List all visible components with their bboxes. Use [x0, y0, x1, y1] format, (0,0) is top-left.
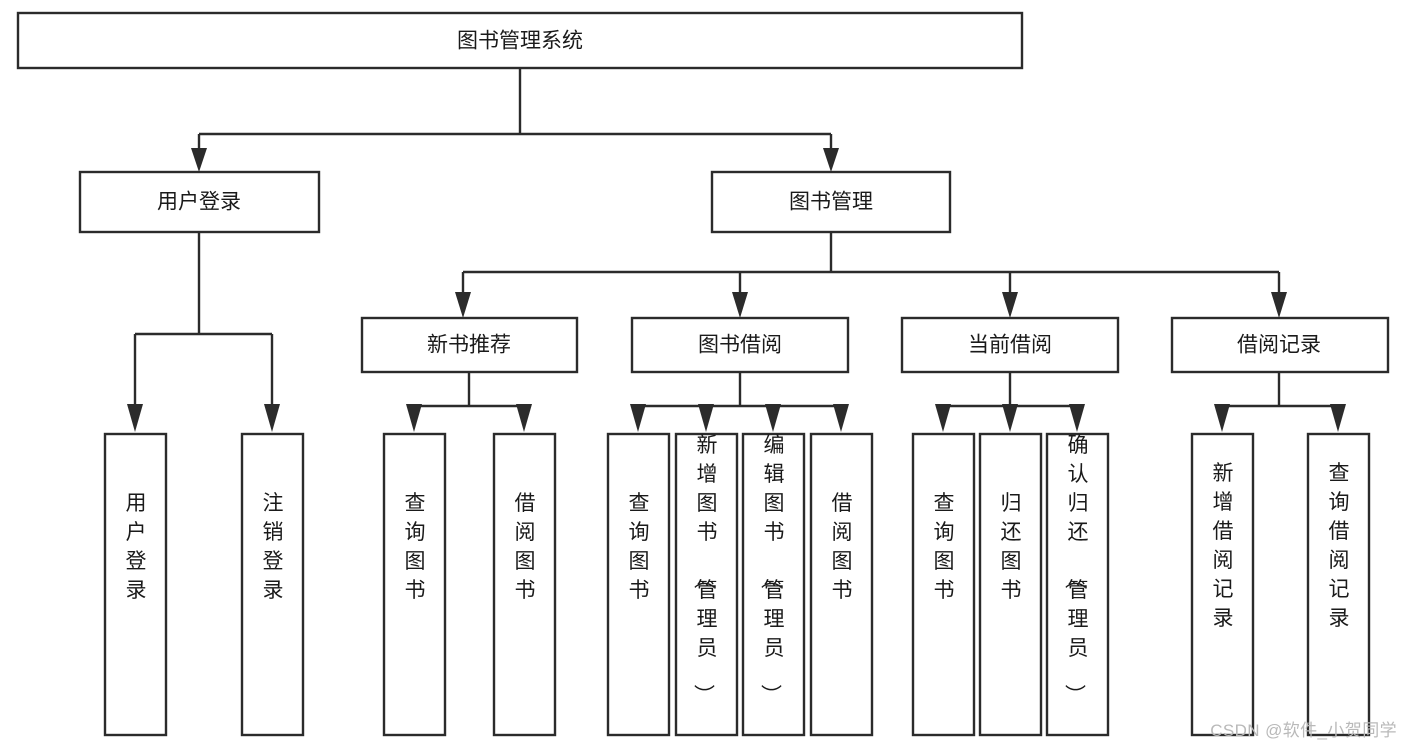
- leaf-logout[interactable]: 注销登录: [240, 432, 305, 737]
- connectors-new-book-to-leaves: [406, 372, 532, 432]
- node-root-system[interactable]: 图书管理系统: [16, 11, 1024, 70]
- node-root-box[interactable]: [16, 11, 1024, 70]
- node-user-login[interactable]: 用户登录: [78, 170, 321, 234]
- arrow-head-book-borrow: [732, 292, 748, 318]
- arrow-head-leaf-user-login: [127, 404, 143, 432]
- leaf-user-login[interactable]: 用户登录: [103, 432, 168, 737]
- leaf-query-book-new-box[interactable]: [382, 432, 447, 737]
- node-book-borrow[interactable]: 图书借阅: [630, 316, 850, 374]
- arrow-head-leaf-query-book-3: [935, 404, 951, 432]
- leaf-query-book-borrow[interactable]: 查询图书: [606, 432, 671, 737]
- arrow-head-leaf-edit-book: [765, 404, 781, 432]
- leaf-query-book-borrow-label: 查询图书: [629, 492, 650, 602]
- leaf-logout-box[interactable]: [240, 432, 305, 737]
- leaf-query-book-new-label: 查询图书: [405, 492, 426, 602]
- leaf-query-book-current-label: 查询图书: [934, 492, 955, 602]
- arrow-head-leaf-logout: [264, 404, 280, 432]
- leaf-query-borrow-record[interactable]: 查询借阅记录: [1306, 432, 1371, 737]
- node-root-label: 图书管理系统: [457, 30, 583, 53]
- node-book-management-label: 图书管理: [789, 191, 873, 214]
- leaf-confirm-return-label: 确认归还（管理员）: [1063, 434, 1089, 705]
- connectors-current-borrow-to-leaves: [935, 372, 1085, 432]
- node-borrow-record-label: 借阅记录: [1237, 334, 1321, 357]
- node-new-book-recommend[interactable]: 新书推荐: [360, 316, 579, 374]
- leaf-confirm-return[interactable]: 确认归还（管理员）: [1045, 432, 1110, 737]
- leaf-add-borrow-record-box[interactable]: [1190, 432, 1255, 737]
- node-current-borrow-label: 当前借阅: [968, 334, 1052, 357]
- leaf-edit-book[interactable]: 编辑图书（管理员）: [741, 432, 806, 737]
- node-book-borrow-box[interactable]: [630, 316, 850, 374]
- leaf-add-book[interactable]: 新增图书（管理员）: [674, 432, 739, 737]
- leaf-add-book-label: 新增图书（管理员）: [692, 434, 718, 705]
- node-current-borrow[interactable]: 当前借阅: [900, 316, 1120, 374]
- leaf-borrow-book-new-label: 借阅图书: [515, 492, 536, 602]
- leaf-borrow-book-borrow-box[interactable]: [809, 432, 874, 737]
- node-book-borrow-label: 图书借阅: [698, 334, 782, 357]
- node-book-management-box[interactable]: [710, 170, 952, 234]
- node-borrow-record-box[interactable]: [1170, 316, 1390, 374]
- leaf-query-book-current[interactable]: 查询图书: [911, 432, 976, 737]
- node-user-login-label: 用户登录: [157, 191, 241, 214]
- arrow-head-current-borrow: [1002, 292, 1018, 318]
- node-borrow-record[interactable]: 借阅记录: [1170, 316, 1390, 374]
- leaf-query-book-borrow-box[interactable]: [606, 432, 671, 737]
- arrow-head-leaf-add-record: [1214, 404, 1230, 432]
- leaf-user-login-box[interactable]: [103, 432, 168, 737]
- node-new-book-recommend-box[interactable]: [360, 316, 579, 374]
- arrow-head-leaf-query-book-2: [630, 404, 646, 432]
- arrow-head-leaf-borrow-book-1: [516, 404, 532, 432]
- arrow-head-leaf-add-book: [698, 404, 714, 432]
- arrow-head-new-book: [455, 292, 471, 318]
- leaf-query-book-new[interactable]: 查询图书: [382, 432, 447, 737]
- node-user-login-box[interactable]: [78, 170, 321, 234]
- arrow-head-leaf-borrow-book-2: [833, 404, 849, 432]
- leaf-query-book-current-box[interactable]: [911, 432, 976, 737]
- leaf-return-book[interactable]: 归还图书: [978, 432, 1043, 737]
- leaf-confirm-return-box[interactable]: [1045, 432, 1110, 737]
- arrow-head-book-mgmt: [823, 148, 839, 172]
- leaf-query-borrow-record-box[interactable]: [1306, 432, 1371, 737]
- leaf-logout-label: 注销登录: [263, 492, 284, 602]
- connectors-borrow-record-to-leaves: [1214, 372, 1346, 432]
- connectors-user-login-to-leaves: [127, 232, 280, 432]
- arrow-head-user-login: [191, 148, 207, 172]
- leaf-add-borrow-record-label: 新增借阅记录: [1213, 462, 1234, 630]
- node-current-borrow-box[interactable]: [900, 316, 1120, 374]
- arrow-head-leaf-return-book: [1002, 404, 1018, 432]
- connectors-book-borrow-to-leaves: [630, 372, 849, 432]
- leaf-add-book-box[interactable]: [674, 432, 739, 737]
- arrow-head-leaf-confirm-return: [1069, 404, 1085, 432]
- node-new-book-recommend-label: 新书推荐: [427, 334, 511, 357]
- leaf-borrow-book-new-box[interactable]: [492, 432, 557, 737]
- leaf-borrow-book-borrow[interactable]: 借阅图书: [809, 432, 874, 737]
- leaf-user-login-label: 用户登录: [126, 492, 147, 602]
- connectors-book-mgmt-to-level3: [455, 232, 1287, 318]
- leaf-borrow-book-new[interactable]: 借阅图书: [492, 432, 557, 737]
- leaf-query-borrow-record-label: 查询借阅记录: [1329, 462, 1350, 630]
- arrow-head-leaf-query-record: [1330, 404, 1346, 432]
- node-book-management[interactable]: 图书管理: [710, 170, 952, 234]
- arrow-head-borrow-record: [1271, 292, 1287, 318]
- leaf-return-book-label: 归还图书: [1001, 492, 1022, 602]
- leaf-return-book-box[interactable]: [978, 432, 1043, 737]
- arrow-head-leaf-query-book-1: [406, 404, 422, 432]
- connectors-root-to-level2: [191, 68, 839, 172]
- leaf-add-borrow-record[interactable]: 新增借阅记录: [1190, 432, 1255, 737]
- leaf-edit-book-box[interactable]: [741, 432, 806, 737]
- leaf-edit-book-label: 编辑图书（管理员）: [759, 434, 785, 705]
- leaf-borrow-book-borrow-label: 借阅图书: [832, 492, 853, 602]
